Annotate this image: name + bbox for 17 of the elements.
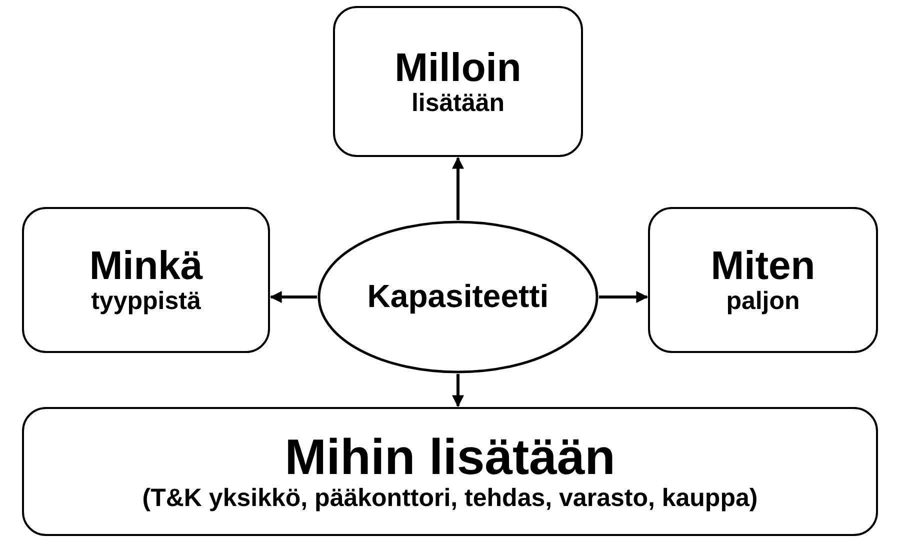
- arrow: [452, 374, 464, 408]
- node-title: Miten: [710, 244, 816, 288]
- node-subtitle: lisätään: [411, 90, 505, 118]
- node-subtitle: (T&K yksikkö, pääkonttori, tehdas, varasto, kauppa): [142, 485, 758, 513]
- rounded-box: [22, 407, 878, 536]
- rounded-box: [22, 207, 270, 353]
- rounded-box: [648, 207, 878, 353]
- node-title: Minkä: [89, 244, 203, 288]
- rounded-box: [333, 6, 583, 157]
- arrow: [599, 291, 648, 303]
- arrow: [270, 291, 317, 303]
- node-title: Mihin lisätään: [284, 430, 616, 486]
- node-subtitle: paljon: [726, 288, 800, 316]
- node-subtitle: tyyppistä: [91, 288, 201, 316]
- arrow: [452, 156, 464, 220]
- node-title: Kapasiteetti: [367, 279, 549, 315]
- node-title: Milloin: [394, 46, 522, 90]
